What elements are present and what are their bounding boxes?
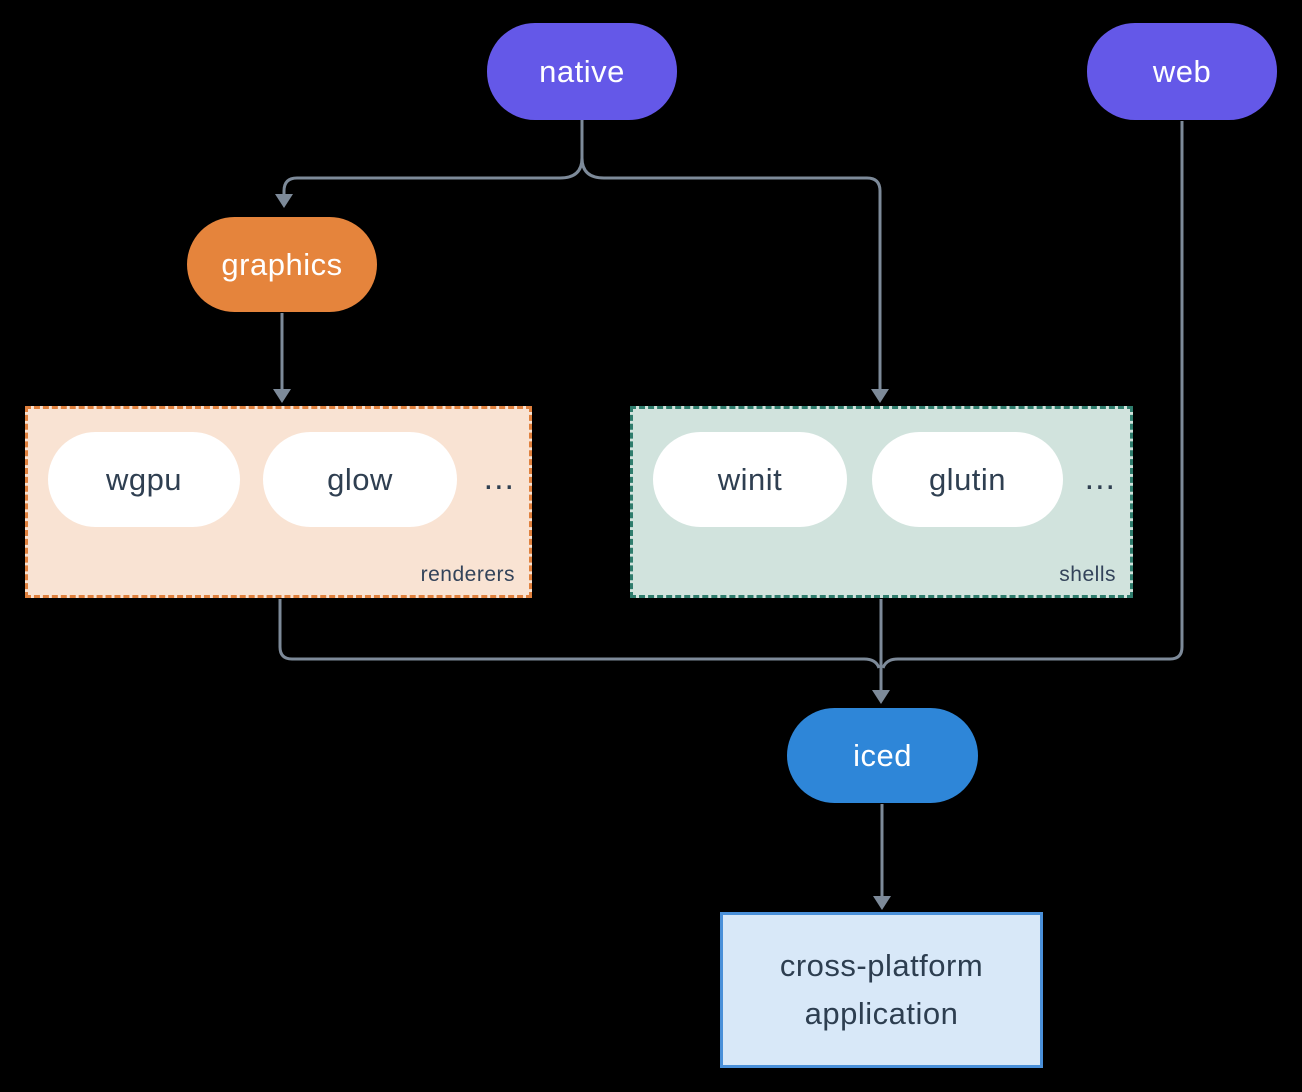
node-graphics-label: graphics bbox=[221, 246, 343, 282]
pill-glutin: glutin bbox=[872, 432, 1063, 527]
edge-native-to-graphics bbox=[282, 157, 584, 194]
node-web-label: web bbox=[1152, 53, 1212, 89]
node-application: cross-platform application bbox=[720, 912, 1043, 1068]
pill-glutin-label: glutin bbox=[928, 461, 1007, 497]
group-renderers: wgpu glow ... renderers bbox=[25, 406, 532, 598]
renderers-group-label: renderers bbox=[420, 563, 515, 586]
pill-glow: glow bbox=[263, 432, 457, 527]
pill-winit: winit bbox=[653, 432, 847, 527]
arrowhead-graphics bbox=[275, 194, 293, 208]
renderers-ellipsis: ... bbox=[483, 459, 515, 497]
pill-winit-label: winit bbox=[717, 461, 783, 497]
pill-wgpu: wgpu bbox=[48, 432, 240, 527]
edge-renderers-to-merge bbox=[278, 599, 881, 669]
node-graphics: graphics bbox=[187, 217, 377, 312]
node-iced-label: iced bbox=[853, 737, 912, 773]
node-iced: iced bbox=[787, 708, 978, 803]
arrowhead-application bbox=[873, 896, 891, 910]
pill-glow-label: glow bbox=[327, 461, 393, 497]
arrowhead-shells bbox=[871, 389, 889, 403]
node-web: web bbox=[1087, 23, 1277, 120]
group-shells: winit glutin ... shells bbox=[630, 406, 1133, 598]
shells-group-label: shells bbox=[1059, 563, 1116, 586]
edge-native-to-shells bbox=[580, 157, 882, 389]
arrowhead-renderers bbox=[273, 389, 291, 403]
node-native-label: native bbox=[539, 53, 625, 89]
shells-ellipsis: ... bbox=[1084, 459, 1116, 497]
arrowhead-iced bbox=[872, 690, 890, 704]
node-application-label: cross-platform application bbox=[779, 948, 984, 1031]
pill-wgpu-label: wgpu bbox=[105, 461, 183, 497]
edge-web-to-merge bbox=[881, 121, 1184, 669]
node-native: native bbox=[487, 23, 677, 120]
